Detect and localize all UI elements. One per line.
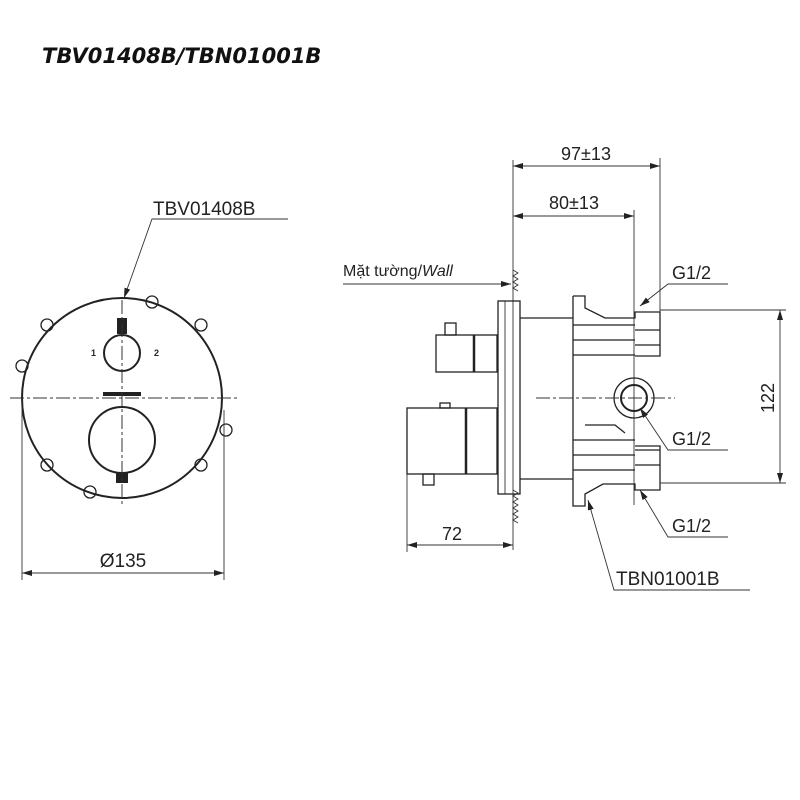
wall-label-vi: Mặt tường/ — [343, 263, 423, 280]
thread-label-bottom: G1/2 — [672, 516, 711, 536]
wall-hatching — [512, 269, 519, 524]
total-depth-label: 97±13 — [561, 144, 611, 164]
height-label: 122 — [758, 383, 778, 413]
thread-label-middle: G1/2 — [672, 429, 711, 449]
flange-plate — [497, 300, 521, 495]
body-part-label: TBN01001B — [616, 569, 720, 590]
thread-label-top: G1/2 — [672, 263, 711, 283]
body-leader — [587, 499, 750, 591]
mark-2: 2 — [154, 348, 159, 358]
part-leader — [123, 218, 288, 299]
drawing-title: TBV01408B/TBN01001B — [42, 44, 321, 68]
thermostat-handle — [406, 407, 498, 475]
front-view: 1 2 TBV01408B Ø135 — [10, 199, 288, 580]
handle-dimension-label: 72 — [442, 524, 462, 544]
front-part-label: TBV01408B — [153, 199, 255, 220]
diverter-handle — [435, 334, 498, 373]
wall-label-en: Wall — [422, 263, 453, 280]
inner-depth-label: 80±13 — [549, 193, 599, 213]
diameter-label: Ø135 — [100, 551, 146, 572]
wall-label: Mặt tường/Wall — [343, 263, 453, 280]
mark-1: 1 — [91, 348, 96, 358]
side-view: Mặt tường/Wall 97±13 80±13 122 G1/2 G1/2 — [343, 144, 786, 591]
valve-body — [572, 295, 661, 507]
